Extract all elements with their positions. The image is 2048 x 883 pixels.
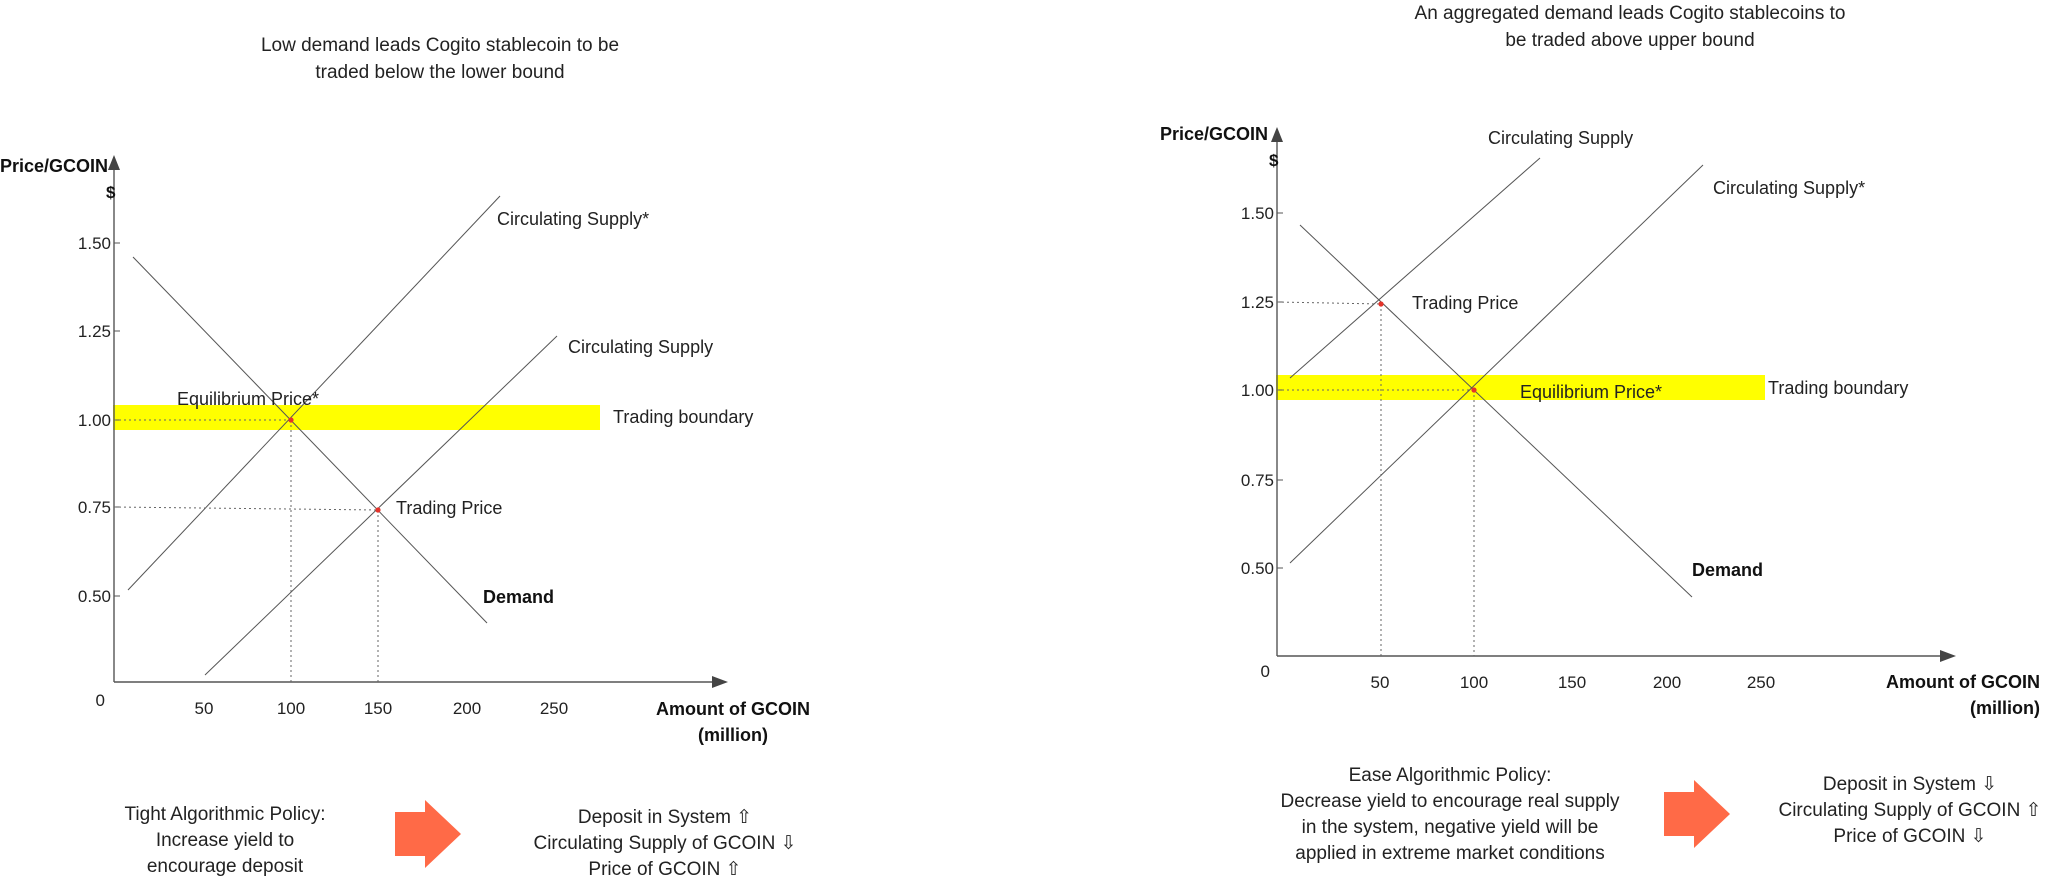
right-trading-guide-h	[1276, 301, 1382, 305]
left-y-tick: 1.25	[78, 322, 111, 341]
left-trading-price-point	[375, 507, 381, 513]
left-x-axis-arrow	[712, 676, 728, 688]
right-effect-deposit: Deposit in System ⇩	[1822, 774, 1998, 795]
right-x-axis-label: Amount of GCOIN	[1886, 672, 2040, 692]
left-policy-arrow	[395, 800, 461, 868]
right-x-tick: 50	[1371, 673, 1390, 692]
left-diagram-svg: Price/GCOIN $ 0 1.50 1.25 1.00 0.75 0.50…	[0, 155, 810, 868]
right-trading-boundary-band	[1276, 375, 1765, 400]
right-diagram-svg: Price/GCOIN $ 0 1.50 1.25 1.00 0.75 0.50…	[1160, 124, 2040, 848]
right-title: An aggregated demand leads Cogito stable…	[1414, 3, 1846, 51]
left-trading-boundary-band	[113, 405, 600, 430]
right-y-tick: 0.75	[1241, 471, 1274, 490]
left-equilibrium-point	[288, 417, 294, 423]
right-equilibrium-point	[1471, 387, 1477, 393]
left-supply-shifted-label: Circulating Supply*	[497, 209, 649, 229]
right-supply-shifted-curve	[1289, 164, 1704, 564]
right-demand-label: Demand	[1692, 560, 1763, 580]
left-trading-guide-h	[113, 506, 379, 511]
left-demand-curve	[132, 256, 488, 624]
right-effect-supply: Circulating Supply of GCOIN ⇧	[1778, 800, 2042, 821]
left-boundary-label: Trading boundary	[613, 407, 753, 427]
right-y-unit-label: $	[1269, 151, 1279, 170]
left-equilibrium-label: Equilibrium Price*	[177, 389, 319, 409]
right-x-tick: 250	[1747, 673, 1775, 692]
left-y-axis-arrow	[108, 155, 120, 170]
right-trading-price-point	[1378, 301, 1384, 307]
left-supply-label: Circulating Supply	[568, 337, 713, 357]
left-x-tick: 150	[364, 699, 392, 718]
left-y-tick: 0.75	[78, 498, 111, 517]
left-title: Low demand leads Cogito stablecoin to be…	[260, 35, 620, 83]
left-supply-shifted-curve	[127, 195, 501, 591]
left-policy-text: Tight Algorithmic Policy: Increase yield…	[124, 804, 326, 877]
right-x-tick: 100	[1460, 673, 1488, 692]
left-x-axis-label-unit: (million)	[698, 725, 768, 745]
left-y-unit-label: $	[106, 183, 116, 202]
left-x-tick: 100	[277, 699, 305, 718]
left-x-tick: 250	[540, 699, 568, 718]
right-y-tick: 1.50	[1241, 204, 1274, 223]
left-y-tick: 0.50	[78, 587, 111, 606]
left-x-tick: 200	[453, 699, 481, 718]
right-origin-label: 0	[1261, 662, 1270, 681]
right-policy-arrow	[1664, 780, 1730, 848]
right-demand-curve	[1299, 224, 1693, 598]
right-supply-label: Circulating Supply	[1488, 128, 1633, 148]
left-origin-label: 0	[96, 691, 105, 710]
left-y-tick: 1.00	[78, 411, 111, 430]
right-diagram-panel: An aggregated demand leads Cogito stable…	[1160, 0, 2048, 880]
right-effect-price: Price of GCOIN ⇩	[1833, 826, 1987, 847]
right-y-tick: 1.00	[1241, 381, 1274, 400]
left-effect-price: Price of GCOIN ⇧	[588, 859, 742, 880]
right-effects-list: Deposit in System ⇩ Circulating Supply o…	[1772, 772, 2048, 850]
right-x-tick: 150	[1558, 673, 1586, 692]
left-y-tick: 1.50	[78, 234, 111, 253]
right-y-axis-label: Price/GCOIN	[1160, 124, 1268, 144]
left-x-axis-label: Amount of GCOIN	[656, 699, 810, 719]
left-demand-label: Demand	[483, 587, 554, 607]
left-supply-curve	[204, 335, 558, 676]
right-y-tick: 0.50	[1241, 559, 1274, 578]
left-effect-supply: Circulating Supply of GCOIN ⇩	[533, 833, 797, 854]
right-trading-price-label: Trading Price	[1412, 293, 1518, 313]
right-policy-text: Ease Algorithmic Policy: Decrease yield …	[1280, 765, 1620, 864]
left-y-axis-label: Price/GCOIN	[0, 156, 108, 176]
right-x-tick: 200	[1653, 673, 1681, 692]
left-effects-list: Deposit in System ⇧ Circulating Supply o…	[505, 805, 825, 883]
right-equilibrium-label: Equilibrium Price*	[1520, 382, 1662, 402]
right-y-axis-arrow	[1271, 127, 1283, 142]
left-effect-deposit: Deposit in System ⇧	[577, 807, 753, 828]
left-diagram-panel: Low demand leads Cogito stablecoin to be…	[0, 0, 1000, 880]
right-supply-curve	[1289, 157, 1541, 379]
right-x-axis-arrow	[1940, 650, 1956, 662]
right-boundary-label: Trading boundary	[1768, 378, 1908, 398]
left-x-tick: 50	[195, 699, 214, 718]
right-x-axis-label-unit: (million)	[1970, 698, 2040, 718]
right-supply-shifted-label: Circulating Supply*	[1713, 178, 1865, 198]
left-trading-price-label: Trading Price	[396, 498, 502, 518]
right-y-tick: 1.25	[1241, 293, 1274, 312]
